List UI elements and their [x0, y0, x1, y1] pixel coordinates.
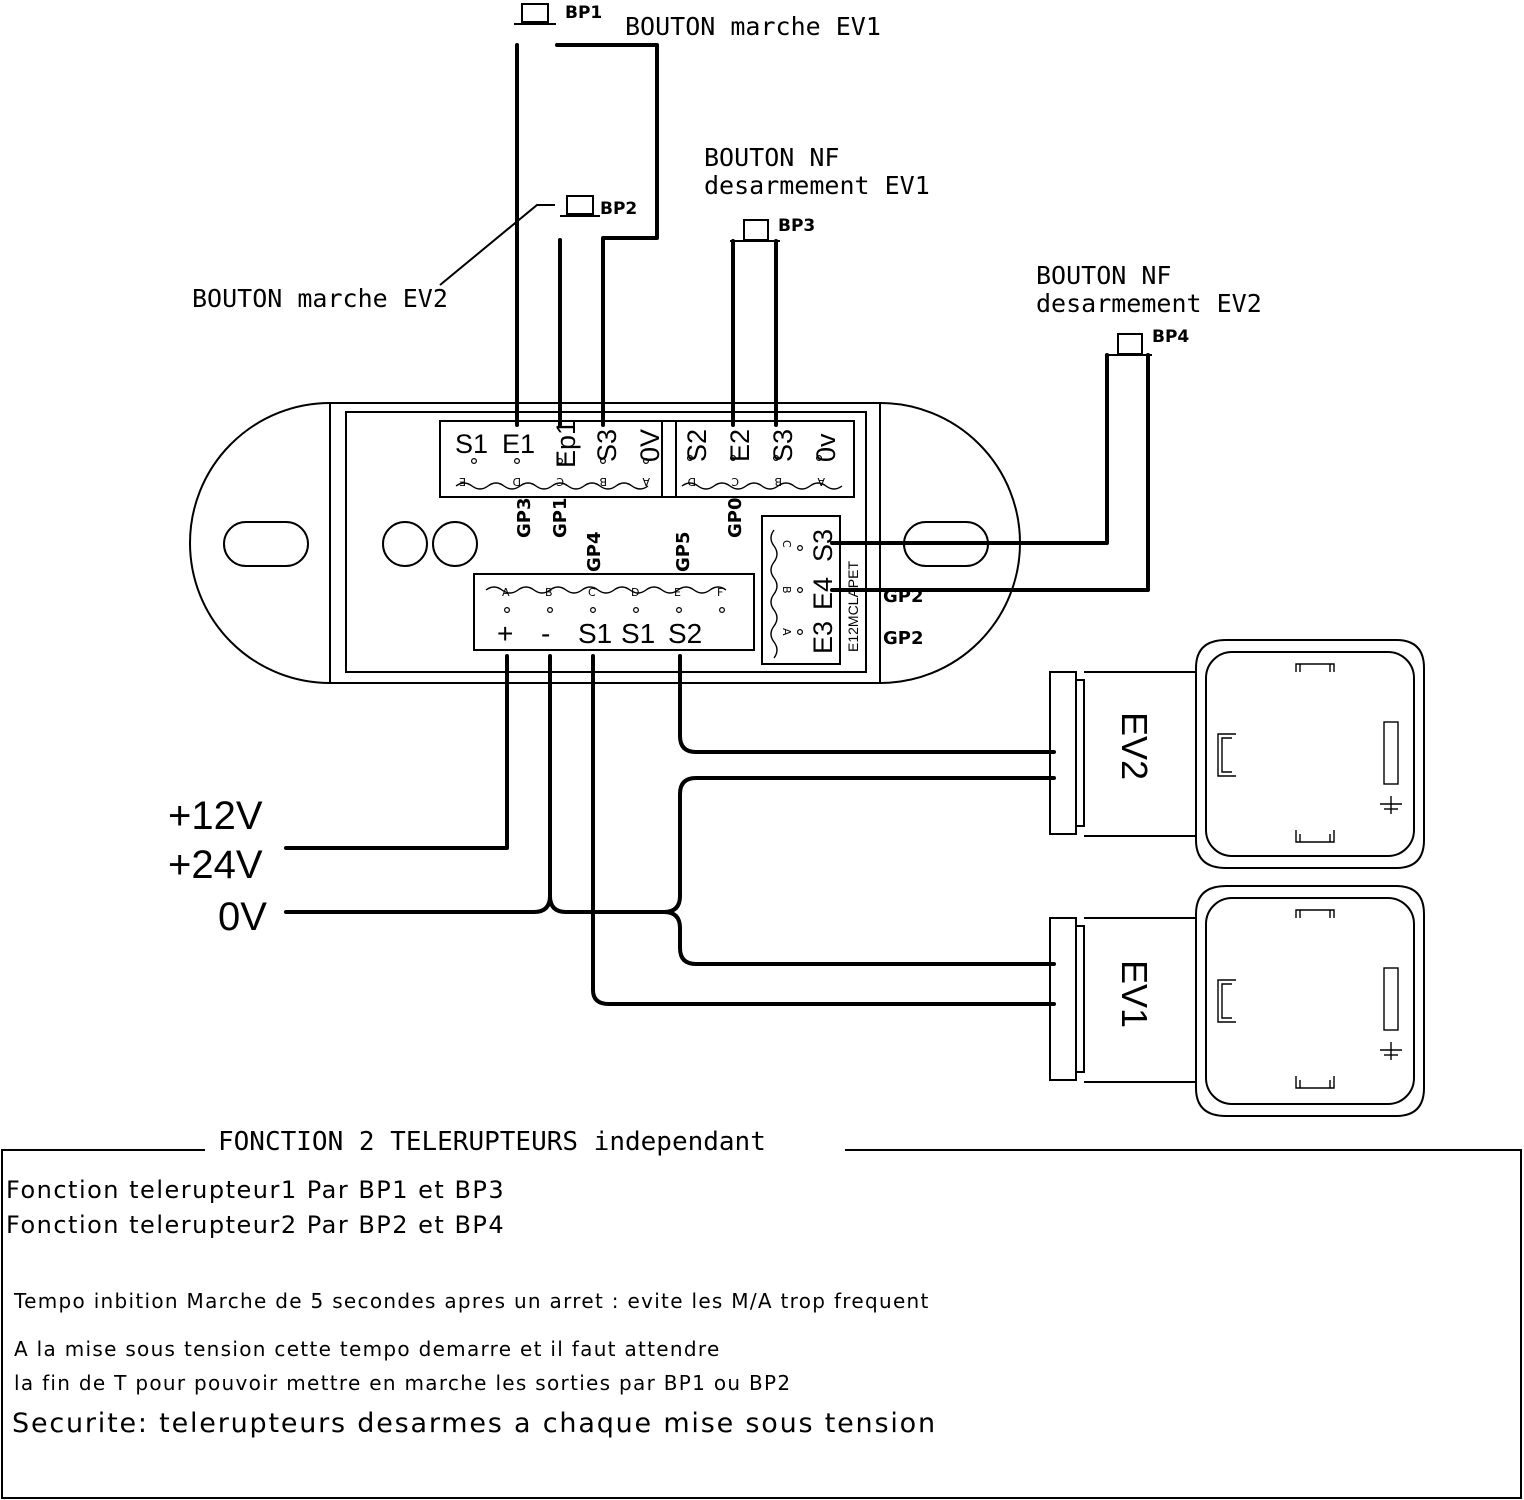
bp1-description: BOUTON marche EV1: [625, 12, 881, 41]
button-bp2: [560, 195, 600, 217]
group-gp2-lower: GP2: [883, 628, 924, 649]
notes-title: FONCTION 2 TELERUPTEURS independant: [218, 1127, 766, 1157]
note-line-2: Fonction telerupteur2 Par BP2 et BP4: [6, 1211, 506, 1239]
button-bp3: [730, 219, 780, 242]
letter-c: C: [556, 475, 564, 488]
note-line-3: Tempo inbition Marche de 5 secondes apre…: [14, 1289, 930, 1313]
wire-0v-ev1: [662, 910, 1056, 966]
note-line-6: Securite: telerupteurs desarmes a chaque…: [12, 1408, 937, 1439]
note-line-1: Fonction telerupteur1 Par BP1 et BP3: [6, 1176, 506, 1204]
wire-bp4-e4: [830, 353, 1150, 592]
letter-a-bottom: A: [502, 586, 510, 599]
button-bp1: [514, 3, 556, 25]
letter-e-bottom: E: [674, 586, 681, 599]
pin-e2: E2: [725, 429, 755, 462]
letter-c-side: C: [780, 540, 793, 548]
wire-s2-ev2: [678, 654, 1056, 754]
module-model-label: E12MCLAPET: [845, 561, 861, 652]
valve-ev1-label: EV1: [1114, 960, 1155, 1028]
bp4-label: BP4: [1152, 327, 1189, 347]
group-gp0: GP0: [725, 498, 746, 539]
bp3-description-line1: BOUTON NF: [704, 143, 839, 172]
letter-a-side: A: [780, 628, 793, 636]
bp3-description-line2: desarmement EV1: [704, 171, 930, 200]
bp4-description-line2: desarmement EV2: [1036, 289, 1262, 318]
pin-s3: S3: [592, 429, 622, 462]
pin-e1: E1: [502, 429, 535, 459]
bp4-description-line1: BOUTON NF: [1036, 261, 1171, 290]
bp2-description: BOUTON marche EV2: [192, 284, 448, 313]
note-line-5: la fin de T pour pouvoir mettre en march…: [14, 1371, 792, 1395]
wiring: [284, 43, 1150, 1006]
letter-b-right: B: [774, 475, 782, 488]
solenoid-valve-ev2: [1049, 639, 1425, 869]
letter-a: A: [642, 475, 650, 488]
wire-supply-positive: [284, 654, 509, 850]
pin-s3-right: S3: [768, 429, 798, 462]
group-gp4: GP4: [584, 532, 605, 573]
pin-s2-bottom: S2: [668, 618, 702, 649]
connector-bottom: [473, 573, 755, 651]
pin-s3-side: S3: [808, 529, 838, 562]
button-bp4: [1106, 333, 1152, 356]
letter-d-bottom: D: [631, 586, 639, 599]
letter-f-bottom: F: [717, 586, 723, 599]
letter-c-right: C: [731, 475, 739, 488]
group-gp1: GP1: [550, 498, 571, 539]
supply-0v-label: 0V: [218, 895, 267, 939]
connector-top-left: [439, 420, 663, 498]
bp3-label: BP3: [778, 216, 815, 236]
pin-plus: +: [497, 618, 513, 649]
wire-s1-ev1: [591, 654, 1056, 1006]
wire-0v-ev2: [548, 776, 1056, 914]
group-gp5: GP5: [673, 532, 694, 573]
valve-ev2-label: EV2: [1114, 712, 1155, 780]
notes-frame: [1, 1149, 1522, 1499]
letter-b-bottom: B: [545, 586, 553, 599]
supply-12v-label: +12V: [168, 794, 263, 838]
supply-24v-label: +24V: [168, 843, 263, 887]
pin-s1-bottom-1: S1: [578, 618, 612, 649]
bp1-label: BP1: [565, 3, 602, 23]
bp2-label: BP2: [600, 199, 637, 219]
pin-e4-side: E4: [808, 577, 838, 610]
letter-b: B: [599, 475, 607, 488]
wire-bp1-s3: [555, 43, 659, 427]
indicator-led-2: [432, 521, 478, 567]
mounting-slot-left: [223, 521, 309, 567]
group-gp3: GP3: [514, 498, 535, 539]
wire-supply-0v: [284, 654, 552, 914]
pin-s2: S2: [682, 429, 712, 462]
bp2-leader-line: [439, 204, 555, 286]
connector-top-right: [662, 420, 855, 498]
letter-a-right: A: [817, 475, 825, 488]
letter-e: E: [459, 475, 466, 488]
solenoid-valve-ev1: [1049, 885, 1425, 1117]
pin-e3-side: E3: [808, 621, 838, 654]
pin-0v-right: 0v: [811, 433, 841, 462]
wire-bp4-s3: [830, 353, 1109, 545]
letter-c-bottom: C: [588, 586, 596, 599]
pin-s1-bottom-2: S1: [621, 618, 655, 649]
letter-b-side: B: [780, 586, 793, 594]
pin-0v: 0V: [635, 429, 665, 462]
pin-minus: -: [541, 618, 550, 649]
pin-ep1: Ep1: [551, 420, 581, 468]
indicator-led-1: [382, 521, 428, 567]
note-line-4: A la mise sous tension cette tempo demar…: [14, 1337, 721, 1361]
pin-s1: S1: [455, 429, 488, 459]
letter-d-right: D: [688, 475, 696, 488]
letter-d: D: [513, 475, 521, 488]
